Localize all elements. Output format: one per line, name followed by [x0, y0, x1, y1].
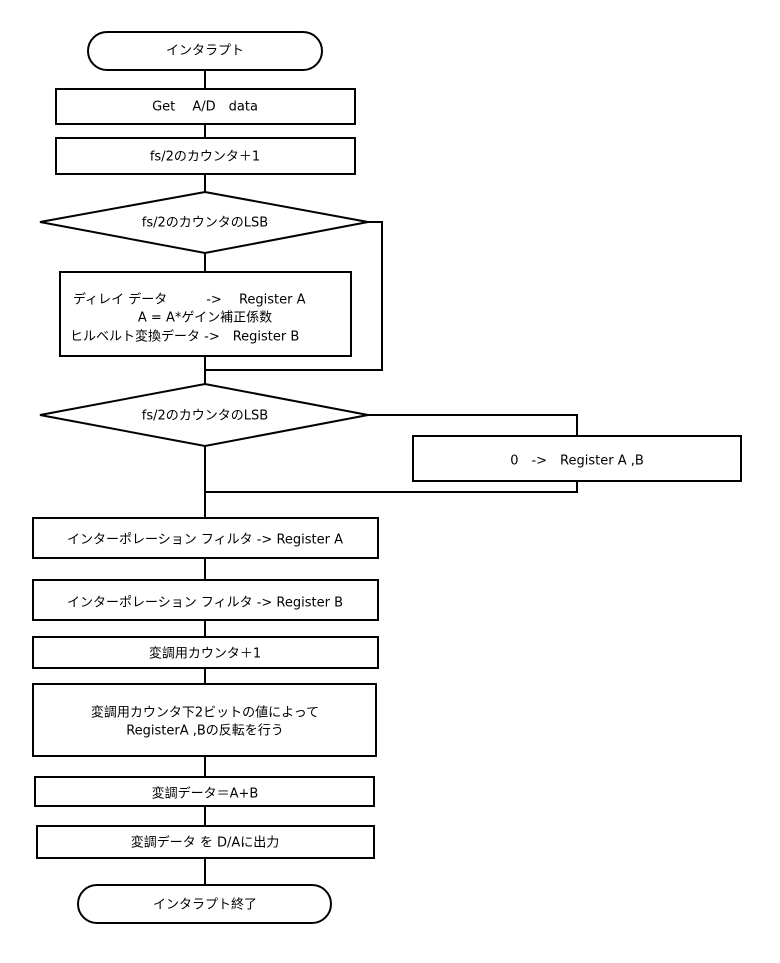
- counter-increment-box: fs/2のカウンタ＋1: [55, 137, 356, 175]
- connector-lines: [204, 70, 578, 885]
- end-label: インタラプト終了: [153, 897, 257, 913]
- get-ad-data-box: Get A/D data: [55, 88, 356, 125]
- output-da-label: 変調データ を D/Aに出力: [131, 835, 280, 851]
- start-terminator: インタラプト: [87, 31, 323, 71]
- counter-increment-label: fs/2のカウンタ＋1: [150, 150, 260, 165]
- modulation-data-label: 変調データ＝A+B: [152, 786, 259, 802]
- register-invert-box: 変調用カウンタ下2ビットの値によって RegisterA ,Bの反転を行う: [32, 683, 377, 757]
- process-line-3: ヒルベルト変換データ -> Register B: [70, 329, 299, 345]
- modulation-counter-label: 変調用カウンタ＋1: [149, 646, 261, 662]
- decision-lsb-2: fs/2のカウンタのLSB: [39, 382, 369, 448]
- process-line-1: ディレイ データ -> Register A: [73, 292, 306, 308]
- decision-lsb-1-label: fs/2のカウンタのLSB: [142, 216, 268, 231]
- get-ad-data-label: Get A/D data: [152, 100, 258, 115]
- interpolation-b-label: インターポレーション フィルタ -> Register B: [67, 596, 343, 611]
- zero-assign-label: 0 -> Register A ,B: [510, 454, 644, 469]
- interpolation-b-box: インターポレーション フィルタ -> Register B: [32, 579, 379, 621]
- decision-lsb-1: fs/2のカウンタのLSB: [39, 190, 369, 255]
- output-da-box: 変調データ を D/Aに出力: [36, 825, 375, 859]
- modulation-counter-box: 変調用カウンタ＋1: [32, 636, 379, 669]
- zero-assign-box: 0 -> Register A ,B: [412, 435, 742, 482]
- interpolation-a-box: インターポレーション フィルタ -> Register A: [32, 517, 379, 559]
- start-label: インタラプト: [166, 44, 244, 59]
- process-line-2: A = A*ゲイン補正係数: [138, 311, 272, 326]
- register-invert-line-2: RegisterA ,Bの反転を行う: [126, 724, 284, 739]
- delay-hilbert-process-box: ディレイ データ -> Register A A = A*ゲイン補正係数 ヒルベ…: [59, 271, 352, 357]
- register-invert-line-1: 変調用カウンタ下2ビットの値によって: [91, 705, 319, 721]
- end-terminator: インタラプト終了: [77, 884, 332, 924]
- modulation-data-box: 変調データ＝A+B: [34, 776, 375, 807]
- interpolation-a-label: インターポレーション フィルタ -> Register A: [67, 533, 343, 548]
- decision-lsb-2-label: fs/2のカウンタのLSB: [142, 409, 268, 424]
